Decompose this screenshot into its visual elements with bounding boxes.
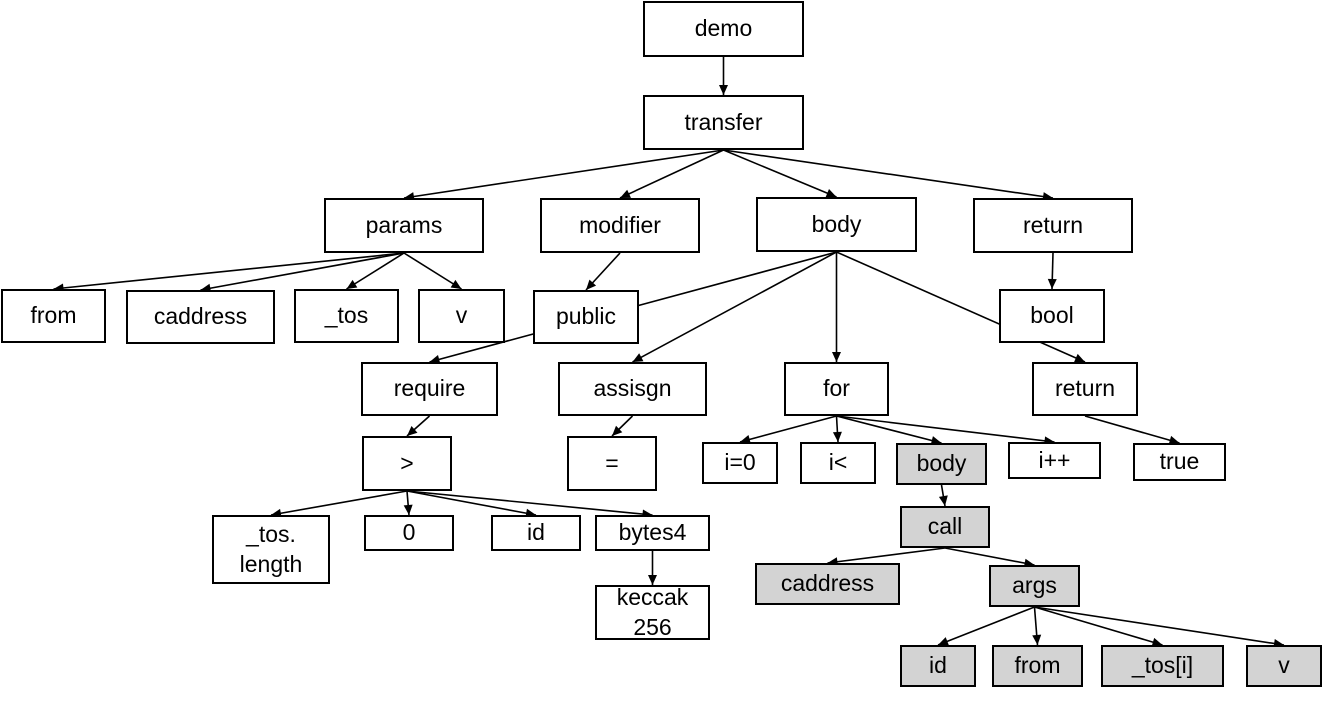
node-return-inner: return — [1032, 362, 1138, 416]
node-zero: 0 — [364, 515, 454, 551]
edge-for-ipp — [836, 415, 1055, 443]
edge-for-body2 — [836, 415, 942, 444]
node-arg-v: v — [1246, 645, 1322, 687]
node-public: public — [533, 290, 639, 344]
arrowhead-assisgn-eq — [612, 425, 623, 436]
node-v: v — [418, 289, 505, 343]
node-arg-id: id — [900, 645, 976, 687]
arrowhead-return2-true — [1168, 435, 1180, 445]
arrowhead-body_main-require — [429, 355, 441, 364]
edge-call-args — [944, 547, 1035, 566]
arrowhead-transfer-body_main — [825, 189, 837, 198]
node-arg-from: from — [992, 645, 1083, 687]
node-for: for — [784, 362, 889, 416]
node-id: id — [491, 515, 581, 551]
node-tos-length: _tos. length — [212, 515, 330, 584]
edge-params-from — [53, 252, 405, 290]
edge-args-tosi — [1034, 606, 1163, 646]
node-call-caddress: caddress — [755, 563, 900, 605]
arrowhead-transfer-modifier — [620, 189, 631, 198]
arrowhead-require-gt — [407, 425, 418, 436]
node-true: true — [1133, 443, 1226, 481]
edge-transfer-modifier — [619, 149, 724, 199]
node-loop-body: body — [896, 443, 987, 485]
edge-gt-id1 — [406, 490, 537, 516]
arrowhead-body2-call — [938, 495, 948, 506]
node-tos: _tos — [294, 289, 399, 343]
node-keccak256: keccak 256 — [595, 584, 710, 640]
edge-transfer-params — [403, 149, 724, 199]
node-call: call — [900, 506, 990, 548]
node-args: args — [989, 565, 1080, 607]
node-greater-than: > — [362, 436, 452, 491]
node-body: body — [756, 197, 917, 252]
arrowhead-body_main-assisgn — [632, 353, 644, 362]
edge-transfer-body_main — [723, 149, 837, 198]
node-equals: = — [567, 436, 657, 491]
edge-params-tos — [346, 252, 405, 290]
edge-args-id2 — [937, 606, 1035, 646]
node-params: params — [324, 198, 484, 253]
edge-params-caddress — [200, 252, 405, 291]
edge-gt-toslength — [270, 490, 408, 516]
arrowhead-params-v — [450, 279, 462, 289]
arrowhead-args-id2 — [938, 637, 949, 646]
edge-return2-true — [1084, 415, 1180, 444]
edge-transfer-return_main — [723, 149, 1054, 199]
arrowhead-bytes4-keccak — [648, 575, 657, 585]
arrowhead-return_main-bool — [1047, 278, 1057, 289]
node-i-init: i=0 — [702, 442, 778, 484]
edge-body_main-assisgn — [632, 251, 837, 363]
node-transfer: transfer — [643, 95, 804, 150]
arrowhead-modifier-public — [586, 279, 597, 290]
arrowhead-args-tosi — [1151, 637, 1163, 647]
node-require: require — [361, 362, 498, 416]
node-assisgn: assisgn — [558, 362, 707, 416]
node-arg-tos-index: _tos[i] — [1101, 645, 1224, 687]
edge-call-caddress2 — [827, 547, 946, 564]
arrowhead-gt-zero — [403, 504, 413, 515]
arrowhead-body_main-return2 — [1074, 353, 1085, 363]
node-from: from — [1, 289, 106, 343]
arrowhead-demo-transfer — [719, 85, 728, 95]
node-bool: bool — [999, 289, 1105, 343]
node-demo: demo — [643, 1, 804, 57]
node-i-less: i< — [800, 442, 876, 484]
node-bytes4: bytes4 — [595, 515, 710, 551]
node-modifier: modifier — [540, 198, 700, 253]
node-i-increment: i++ — [1008, 442, 1101, 479]
arrowhead-args-from2 — [1032, 634, 1042, 645]
node-caddress: caddress — [126, 290, 275, 344]
edge-args-v2 — [1034, 606, 1285, 646]
edge-params-v — [403, 252, 462, 290]
edge-for-i0 — [739, 415, 837, 443]
arrowhead-for-i0 — [740, 435, 751, 444]
arrowhead-body_main-for — [832, 352, 841, 362]
node-return: return — [973, 198, 1133, 253]
arrowhead-params-tos — [346, 279, 358, 289]
edge-body_main-return2 — [836, 251, 1086, 363]
arrowhead-for-ilt — [832, 431, 842, 442]
edge-gt-bytes4 — [406, 490, 653, 516]
arrowhead-for-body2 — [930, 436, 942, 445]
